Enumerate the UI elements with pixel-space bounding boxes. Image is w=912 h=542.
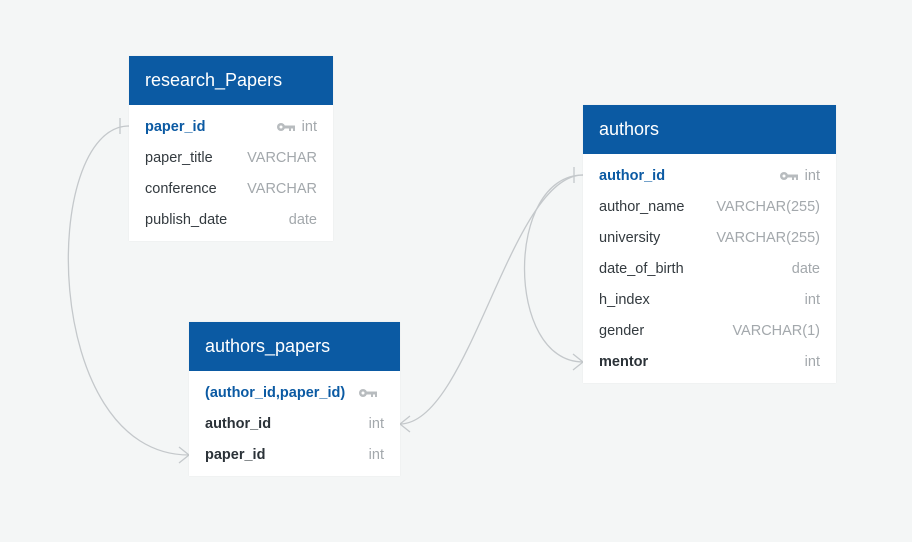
table-research-papers[interactable]: research_Papers paper_id int paper_title…: [129, 56, 333, 241]
column-row[interactable]: university VARCHAR(255): [583, 222, 836, 253]
column-name: author_name: [599, 198, 685, 215]
column-type: [358, 388, 384, 398]
column-row[interactable]: paper_id int: [189, 439, 400, 470]
column-row[interactable]: author_name VARCHAR(255): [583, 191, 836, 222]
relation-authors-to-authors-papers[interactable]: [399, 174, 584, 425]
column-name: h_index: [599, 291, 650, 308]
column-type: VARCHAR(1): [732, 322, 820, 339]
column-list: paper_id int paper_title VARCHAR confere…: [129, 105, 333, 241]
column-name: publish_date: [145, 211, 228, 228]
column-name: paper_id: [145, 118, 206, 135]
table-authors[interactable]: authors author_id int author_name VARCHA…: [583, 105, 836, 383]
column-name: gender: [599, 322, 645, 339]
relation-authors-mentor-self[interactable]: [524, 174, 584, 363]
column-type: int: [779, 168, 820, 184]
column-name: conference: [145, 180, 217, 197]
column-name: university: [599, 229, 661, 246]
column-type: int: [804, 353, 820, 370]
many-marker: [398, 415, 411, 433]
key-icon: [779, 171, 798, 180]
column-type: VARCHAR: [247, 149, 317, 166]
relation-papers-to-authors-papers[interactable]: [67, 125, 190, 456]
table-title[interactable]: authors: [583, 105, 836, 154]
column-type: date: [288, 211, 317, 228]
column-type: int: [368, 446, 384, 463]
column-name: paper_title: [145, 149, 213, 166]
column-list: author_id int author_name VARCHAR(255) u…: [583, 154, 836, 383]
table-authors-papers[interactable]: authors_papers (author_id,paper_id) auth…: [189, 322, 400, 476]
column-type: VARCHAR(255): [716, 198, 820, 215]
column-name: paper_id: [205, 446, 266, 463]
column-row[interactable]: mentor int: [583, 346, 836, 377]
column-row[interactable]: (author_id,paper_id): [189, 377, 400, 408]
column-row[interactable]: paper_id int: [129, 111, 333, 142]
column-type: date: [791, 260, 820, 277]
column-name: date_of_birth: [599, 260, 684, 277]
column-row[interactable]: author_id int: [583, 160, 836, 191]
column-type: int: [276, 119, 317, 135]
key-icon: [359, 388, 377, 397]
column-row[interactable]: h_index int: [583, 284, 836, 315]
column-type: int: [368, 415, 384, 432]
table-title[interactable]: authors_papers: [189, 322, 400, 371]
column-name: (author_id,paper_id): [205, 384, 346, 401]
column-row[interactable]: paper_title VARCHAR: [129, 142, 333, 173]
column-name: author_id: [205, 415, 272, 432]
column-type: VARCHAR: [247, 180, 317, 197]
column-row[interactable]: gender VARCHAR(1): [583, 315, 836, 346]
column-type-label: int: [804, 167, 820, 184]
column-type-label: int: [301, 118, 317, 135]
column-row[interactable]: author_id int: [189, 408, 400, 439]
table-title[interactable]: research_Papers: [129, 56, 333, 105]
column-row[interactable]: conference VARCHAR: [129, 173, 333, 204]
column-row[interactable]: publish_date date: [129, 204, 333, 235]
key-icon: [276, 122, 295, 131]
column-name: mentor: [599, 353, 649, 370]
column-type: int: [804, 291, 820, 308]
column-type: VARCHAR(255): [716, 229, 820, 246]
column-name: author_id: [599, 167, 666, 184]
column-list: (author_id,paper_id) author_id int paper…: [189, 371, 400, 476]
column-row[interactable]: date_of_birth date: [583, 253, 836, 284]
